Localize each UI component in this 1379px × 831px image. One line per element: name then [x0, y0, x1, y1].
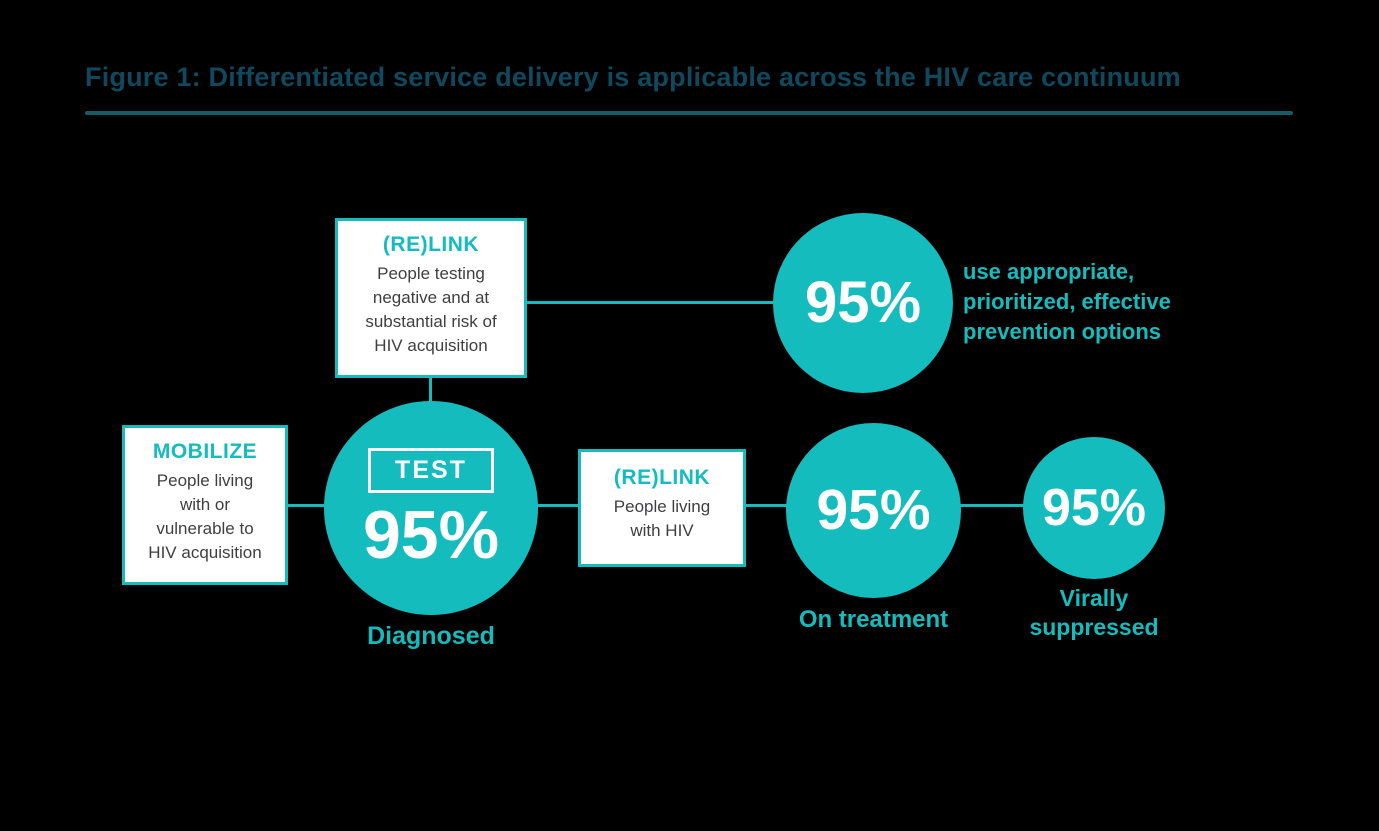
title-underline	[85, 111, 1293, 115]
prevention-circle: 95%	[773, 213, 953, 393]
test-percent: 95%	[362, 496, 500, 573]
test-badge: TEST	[368, 447, 494, 493]
relink-mid-body: People living with HIV	[613, 497, 711, 540]
connector-test-circle-to-midbox	[536, 504, 580, 507]
treatment-percent: 95%	[816, 478, 931, 542]
suppressed-percent: 95%	[1041, 479, 1147, 537]
mobilize-heading: MOBILIZE	[152, 440, 258, 463]
relink-top-body: People testing negative and at substanti…	[365, 264, 497, 355]
prevention-percent: 95%	[804, 270, 922, 335]
virally-suppressed-label: Virally suppressed	[1029, 585, 1159, 640]
connector-topbox-to-test-circle	[429, 378, 432, 403]
relink-mid-heading: (RE)LINK	[613, 466, 711, 489]
connector-treatment-to-suppressed-circle	[959, 504, 1025, 507]
prevention-caption: use appropriate, prioritized, effective …	[963, 259, 1171, 344]
treatment-circle: 95%	[786, 423, 961, 598]
connector-midbox-to-treatment-circle	[744, 504, 788, 507]
figure-title: Figure 1: Differentiated service deliver…	[85, 62, 1181, 92]
mobilize-body: People living with or vulnerable to HIV …	[148, 471, 262, 562]
on-treatment-label: On treatment	[798, 606, 949, 633]
connector-topbox-to-prevention-circle	[527, 301, 775, 304]
test-circle: TEST 95%	[324, 401, 538, 615]
suppressed-circle: 95%	[1023, 437, 1165, 579]
connector-mobilize-to-test-circle	[288, 504, 326, 507]
mobilize-box: MOBILIZE People living with or vulnerabl…	[122, 425, 288, 585]
diagnosed-label: Diagnosed	[367, 622, 495, 650]
relink-top-box: (RE)LINK People testing negative and at …	[335, 218, 527, 378]
relink-top-heading: (RE)LINK	[382, 233, 480, 256]
relink-mid-box: (RE)LINK People living with HIV	[578, 449, 746, 567]
